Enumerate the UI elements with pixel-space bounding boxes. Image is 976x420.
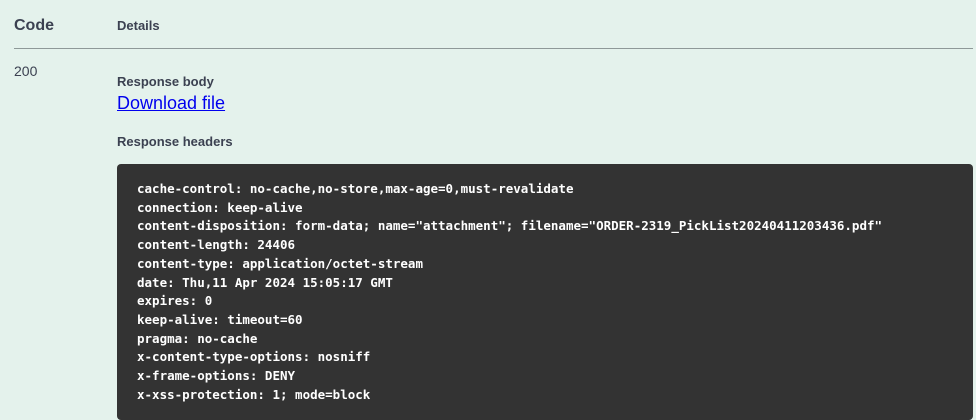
response-row-200: 200 Response body Download file Response… <box>14 49 973 420</box>
download-file-link[interactable]: Download file <box>117 93 226 113</box>
details-column-header: Details <box>117 18 160 33</box>
responses-table-header: Code Details <box>14 0 973 49</box>
response-details-cell: Response body Download file Response hea… <box>117 49 973 420</box>
response-status-code: 200 <box>14 63 38 79</box>
response-headers-label: Response headers <box>117 134 233 149</box>
response-headers-code-block: cache-control: no-cache,no-store,max-age… <box>117 164 973 420</box>
response-body-label: Response body <box>117 74 214 89</box>
code-column-header: Code <box>14 17 54 34</box>
